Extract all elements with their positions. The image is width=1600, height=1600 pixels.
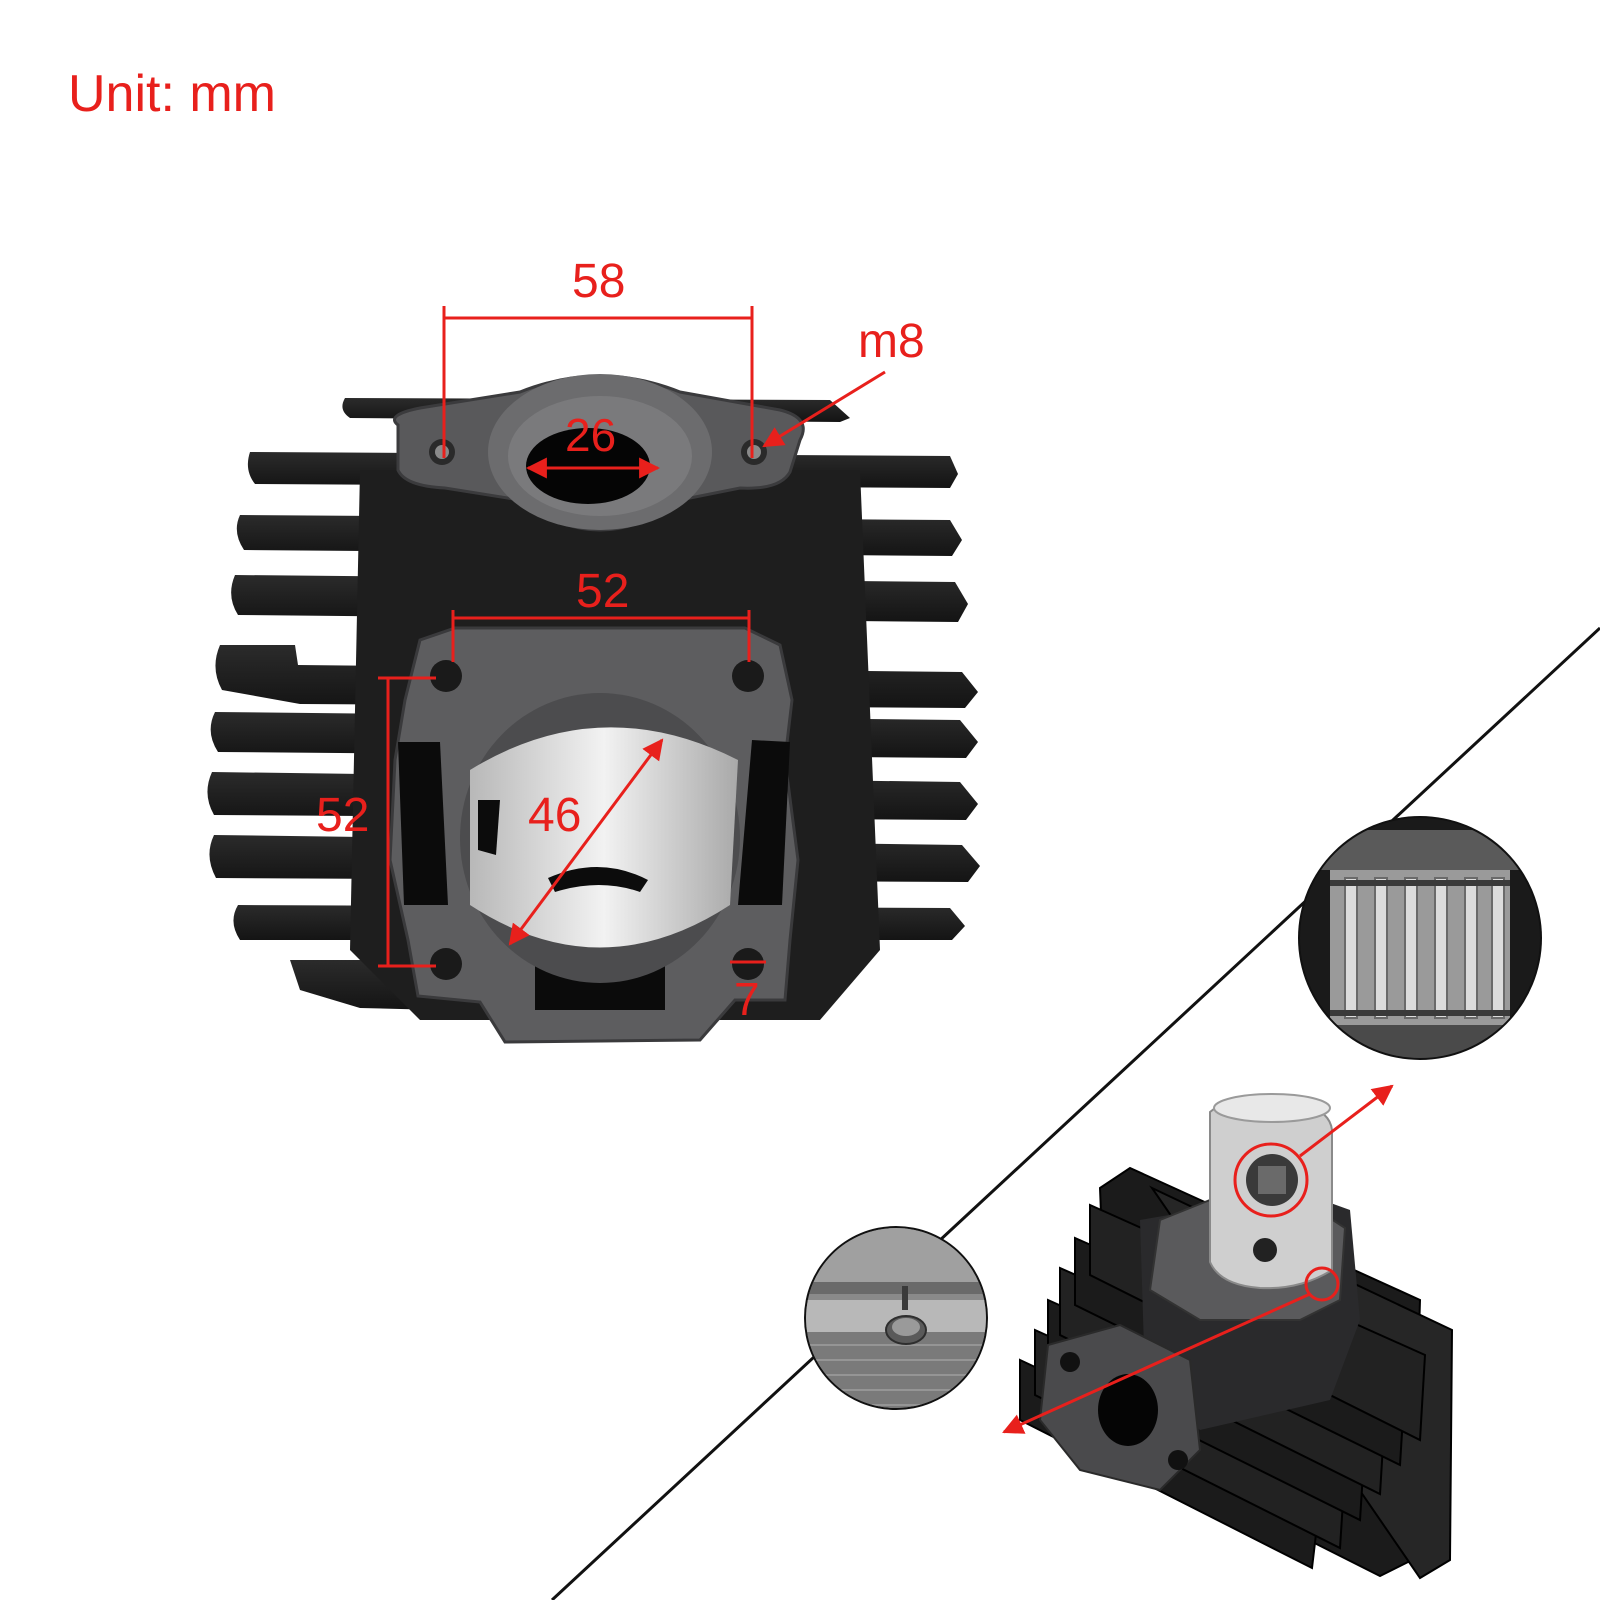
pin-callout-ring — [1304, 1266, 1340, 1302]
intake-flange — [393, 374, 805, 532]
dim-46-line — [508, 738, 664, 946]
diagonal-divider — [550, 626, 1600, 1600]
dim-m8-leader — [762, 370, 886, 448]
cylinder-block-photo — [207, 374, 981, 1044]
locating-pin-closeup — [804, 1226, 988, 1410]
dim-label-port-hole-spacing: 58 — [572, 255, 626, 308]
needle-bearing-closeup — [1298, 816, 1542, 1060]
bearing-callout-arrow — [1299, 1084, 1394, 1158]
dim-label-bore-diameter: 46 — [528, 789, 582, 842]
dim-label-port-diameter: 26 — [565, 409, 617, 461]
cylinder-piston-assembly-photo — [1019, 1093, 1454, 1580]
dimension-lines — [378, 306, 886, 968]
dim-label-base-hole-spacing-vertical: 52 — [316, 789, 370, 842]
bearing-callout-ring — [1233, 1142, 1309, 1218]
dim-label-thread-size: m8 — [858, 315, 925, 368]
dim-label-base-hole-spacing-horizontal: 52 — [576, 565, 630, 618]
unit-label: Unit: mm — [68, 65, 276, 123]
pin-callout-arrow — [1002, 1292, 1311, 1434]
dim-label-base-flange: 7 — [734, 973, 760, 1025]
